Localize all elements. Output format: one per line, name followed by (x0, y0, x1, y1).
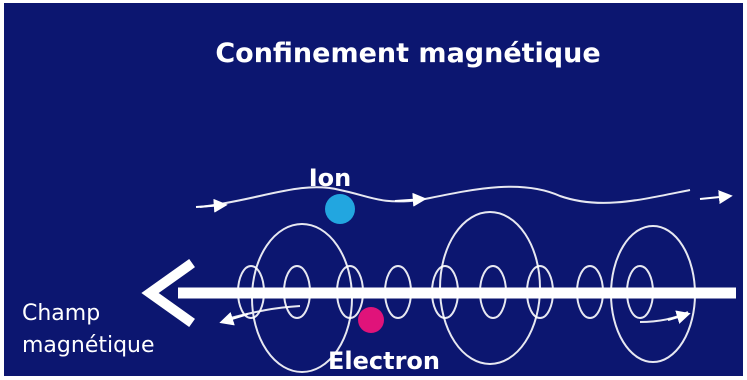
magnetic-field-arrow (141, 259, 736, 327)
ion-trajectory (199, 185, 696, 373)
arrow-right-top (699, 190, 733, 205)
ion-particle (325, 194, 355, 224)
diagram-title: Confinement magnétique (215, 38, 600, 69)
arrow-middle-top (394, 192, 427, 207)
arrow-left-bottom (219, 312, 249, 326)
arrow-left-top (195, 198, 228, 213)
arrow-right-bottom (667, 310, 691, 324)
ion-label: Ion (309, 164, 352, 192)
field-label-line1: Champ (22, 301, 100, 326)
electron-particle (358, 307, 384, 333)
electron-label: Electron (328, 347, 440, 375)
field-label-line2: magnétique (22, 333, 155, 358)
trajectory-arrows (195, 190, 733, 326)
